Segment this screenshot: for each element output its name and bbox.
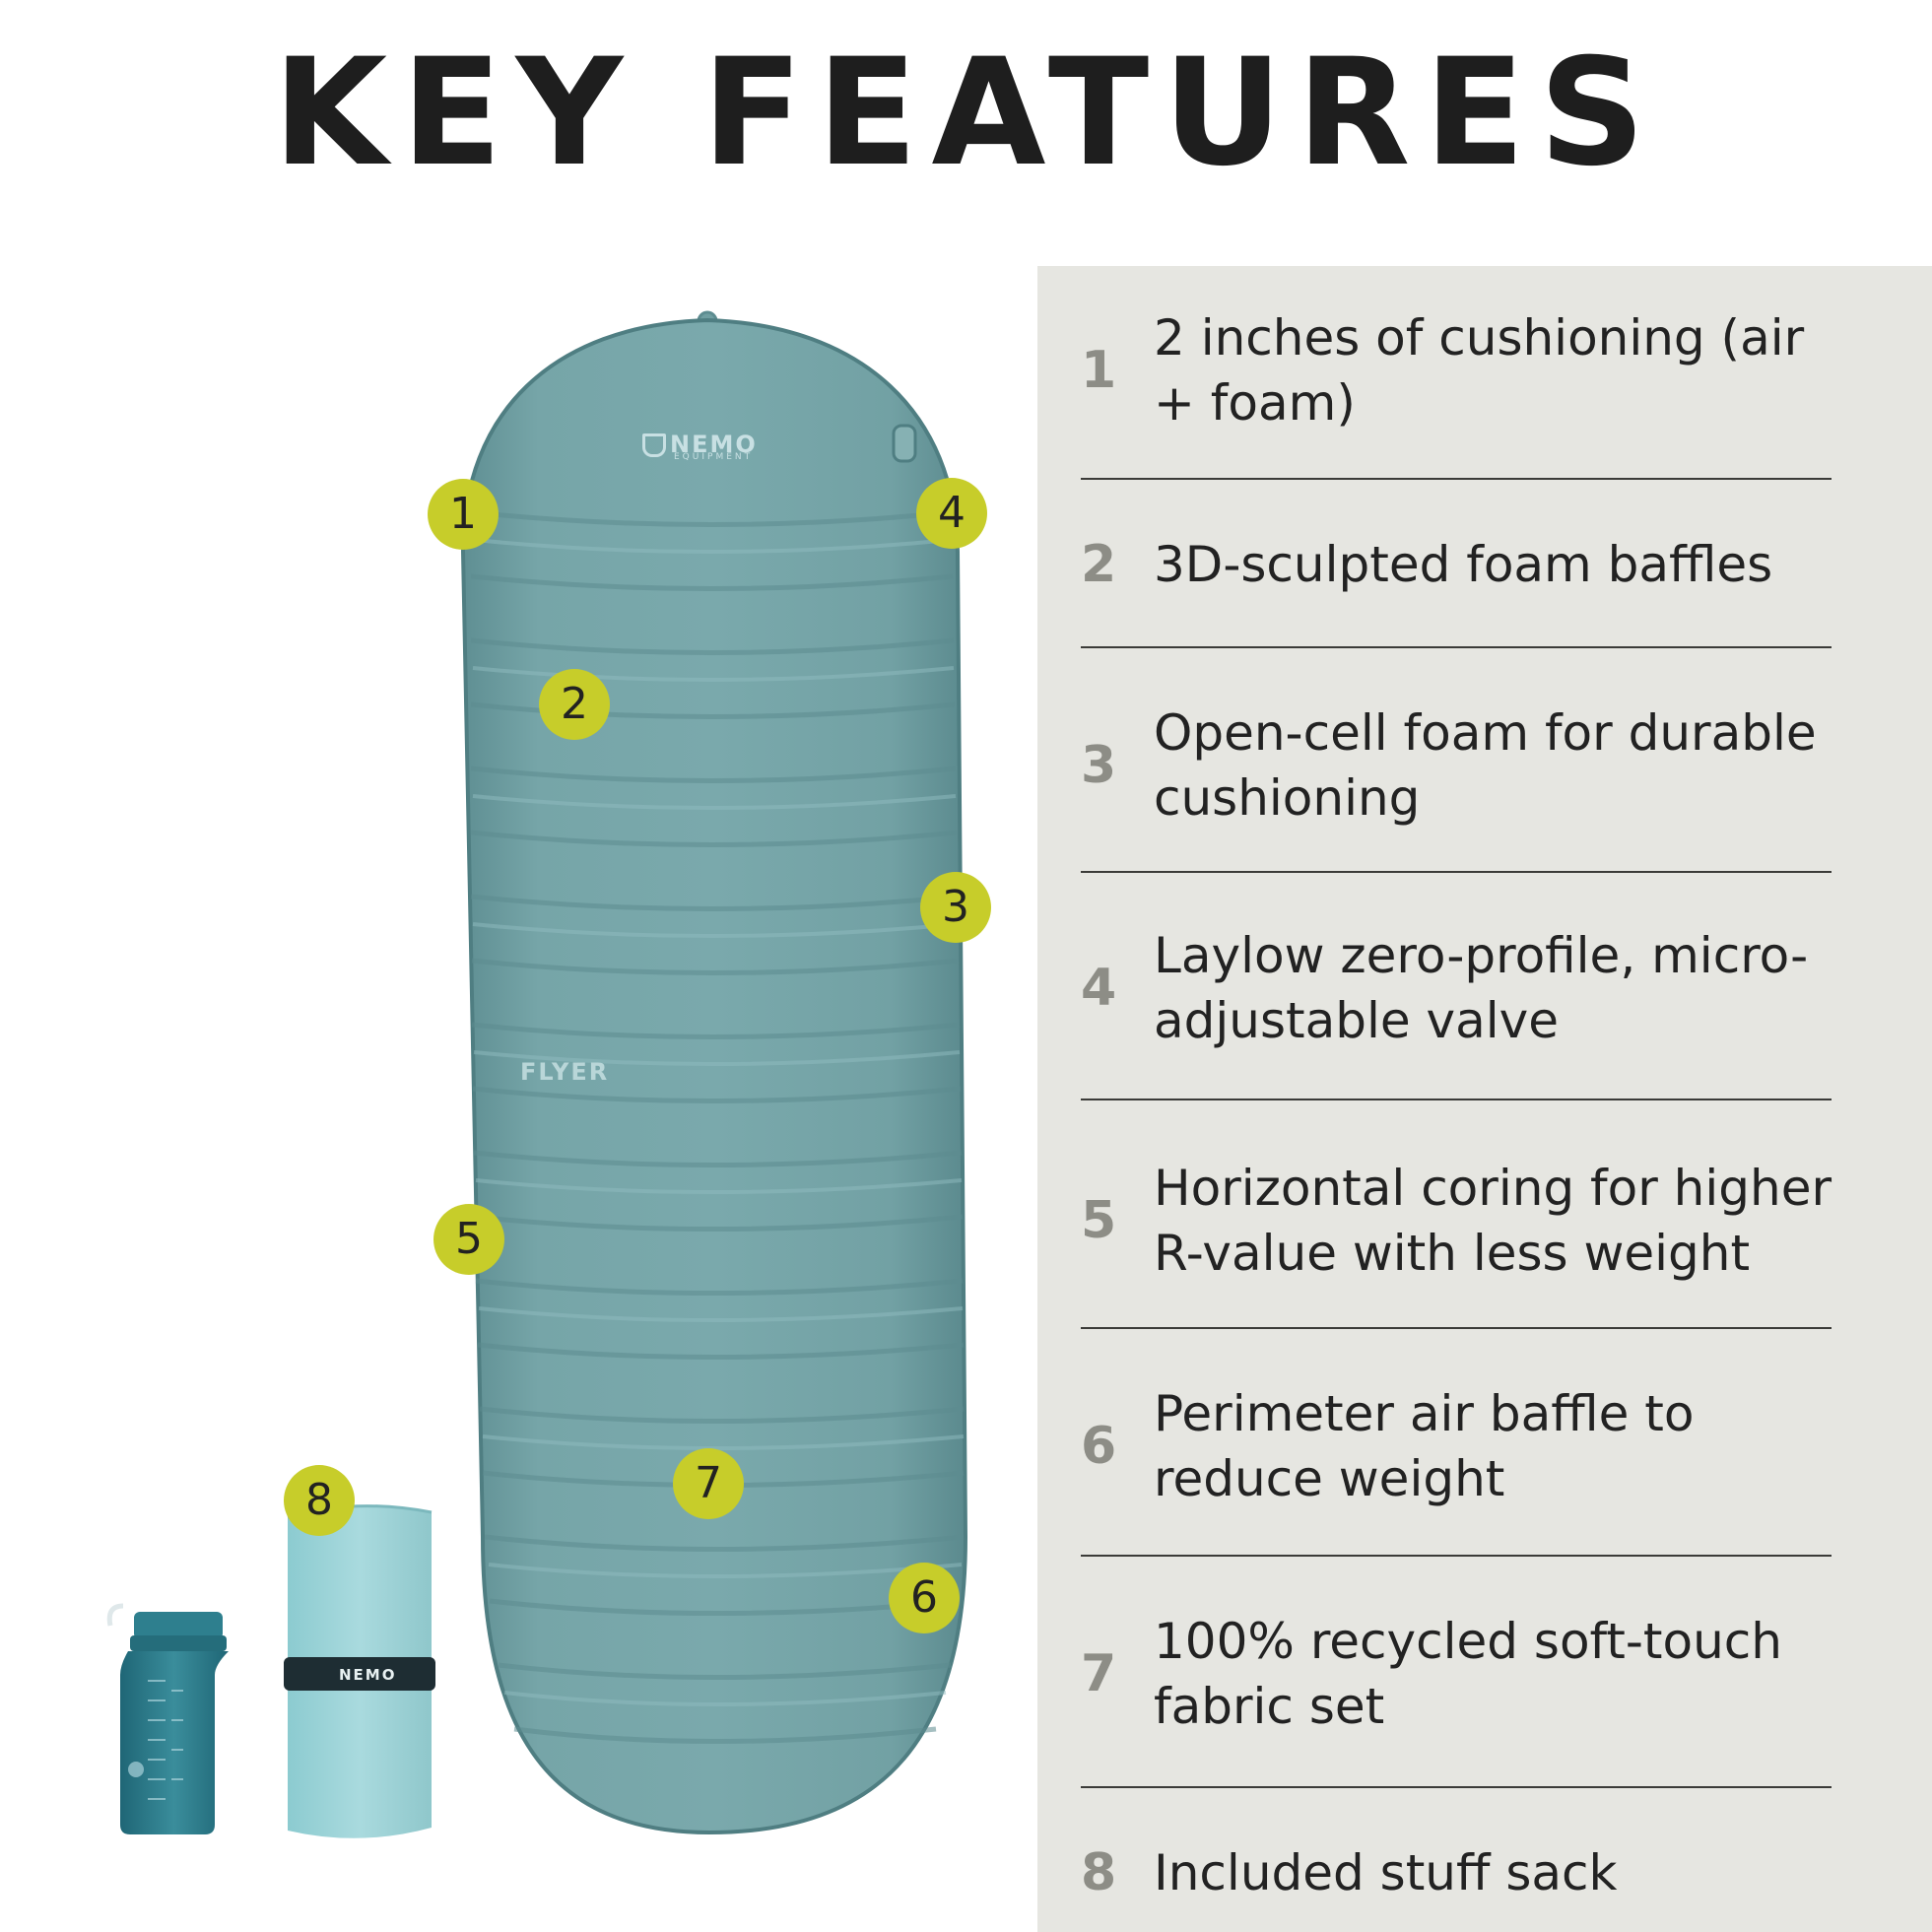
feature-text: Open-cell foam for durable cushioning xyxy=(1154,704,1817,827)
feature-item-5: 5 Horizontal coring for higher R-value w… xyxy=(1081,1156,1832,1286)
divider xyxy=(1081,1555,1832,1557)
pad-logo: NEMO xyxy=(642,431,758,458)
marker-6: 6 xyxy=(889,1563,960,1633)
marker-8: 8 xyxy=(284,1465,355,1536)
divider xyxy=(1081,478,1832,480)
feature-number: 8 xyxy=(1081,1843,1117,1902)
marker-3: 3 xyxy=(920,872,991,943)
marker-7: 7 xyxy=(673,1448,744,1519)
feature-item-1: 1 2 inches of cushioning (air + foam) xyxy=(1081,305,1832,435)
stuff-sack xyxy=(284,1504,435,1838)
feature-item-3: 3 Open-cell foam for durable cushioning xyxy=(1081,700,1832,831)
feature-item-2: 2 3D-sculpted foam baffles xyxy=(1081,532,1832,597)
nemo-logo-icon xyxy=(642,433,666,457)
feature-text: Perimeter air baffle to reduce weight xyxy=(1154,1385,1695,1507)
marker-5: 5 xyxy=(433,1204,504,1275)
feature-text: Included stuff sack xyxy=(1154,1844,1618,1901)
divider xyxy=(1081,1327,1832,1329)
feature-number: 3 xyxy=(1081,736,1117,795)
feature-number: 6 xyxy=(1081,1417,1117,1476)
feature-text: 100% recycled soft-touch fabric set xyxy=(1154,1613,1782,1735)
feature-text: 3D-sculpted foam baffles xyxy=(1154,536,1773,593)
feature-item-7: 7 100% recycled soft-touch fabric set xyxy=(1081,1609,1832,1739)
strap-logo: NEMO xyxy=(339,1666,397,1684)
feature-number: 7 xyxy=(1081,1644,1117,1703)
feature-text: 2 inches of cushioning (air + foam) xyxy=(1154,309,1805,432)
feature-item-8: 8 Included stuff sack xyxy=(1081,1840,1832,1905)
marker-1: 1 xyxy=(428,479,499,550)
feature-text: Horizontal coring for higher R-value wit… xyxy=(1154,1160,1832,1282)
feature-item-6: 6 Perimeter air baffle to reduce weight xyxy=(1081,1381,1832,1511)
divider xyxy=(1081,871,1832,873)
divider xyxy=(1081,1786,1832,1788)
feature-number: 2 xyxy=(1081,535,1117,594)
feature-text: Laylow zero-profile, micro-adjustable va… xyxy=(1154,927,1809,1049)
marker-4: 4 xyxy=(916,478,987,549)
pad-logo-brand: NEMO xyxy=(670,431,758,458)
feature-number: 4 xyxy=(1081,959,1117,1018)
water-bottle xyxy=(106,1603,229,1834)
divider xyxy=(1081,646,1832,648)
feature-item-4: 4 Laylow zero-profile, micro-adjustable … xyxy=(1081,923,1832,1053)
pad-logo-sub: EQUIPMENT xyxy=(674,452,754,462)
pad-model-label: FLYER xyxy=(520,1058,610,1086)
divider xyxy=(1081,1099,1832,1100)
feature-number: 5 xyxy=(1081,1191,1117,1250)
page-title: KEY FEATURES xyxy=(272,28,1660,199)
marker-2: 2 xyxy=(539,669,610,740)
feature-number: 1 xyxy=(1081,341,1117,400)
